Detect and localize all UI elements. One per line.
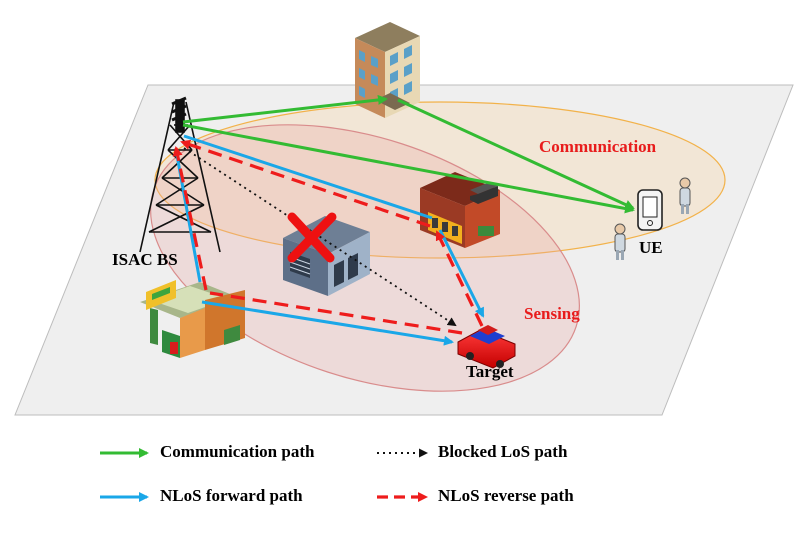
paths [172,94,635,346]
tower-icon [139,96,221,253]
isac-bs-label: ISAC BS [112,250,178,269]
blocked-cross-icon [287,212,337,263]
phone-icon [637,189,663,231]
person-icon [614,223,626,260]
nlos-forward-path-gas-to-target [201,300,454,346]
communication-path-building-to-ue [397,98,635,210]
nlos-forward-path-bs-to-shop [183,134,433,220]
communication-path-bs-to-ue [182,123,635,214]
nlos-reverse-path-target-to-shop [435,230,484,327]
ue-label: UE [639,238,663,257]
office-building-icon [355,22,420,118]
legend [100,448,428,502]
target-label: Target [466,362,514,381]
sensing-label: Sensing [524,304,580,323]
communication-path-bs-to-building [182,94,388,124]
person-icon [679,177,691,214]
gas-station-icon [140,280,245,358]
shop-building-icon [420,172,500,248]
legend-nlos-forward-label: NLoS forward path [160,486,303,505]
communication-label: Communication [539,137,657,156]
legend-communication-label: Communication path [160,442,315,461]
car-icon [457,325,516,369]
legend-blocked-label: Blocked LoS path [438,442,568,461]
legend-nlos-reverse-label: NLoS reverse path [438,486,574,505]
nlos-reverse-path-gas-to-bs [172,146,208,291]
nlos-forward-path-shop-to-target [438,229,485,318]
